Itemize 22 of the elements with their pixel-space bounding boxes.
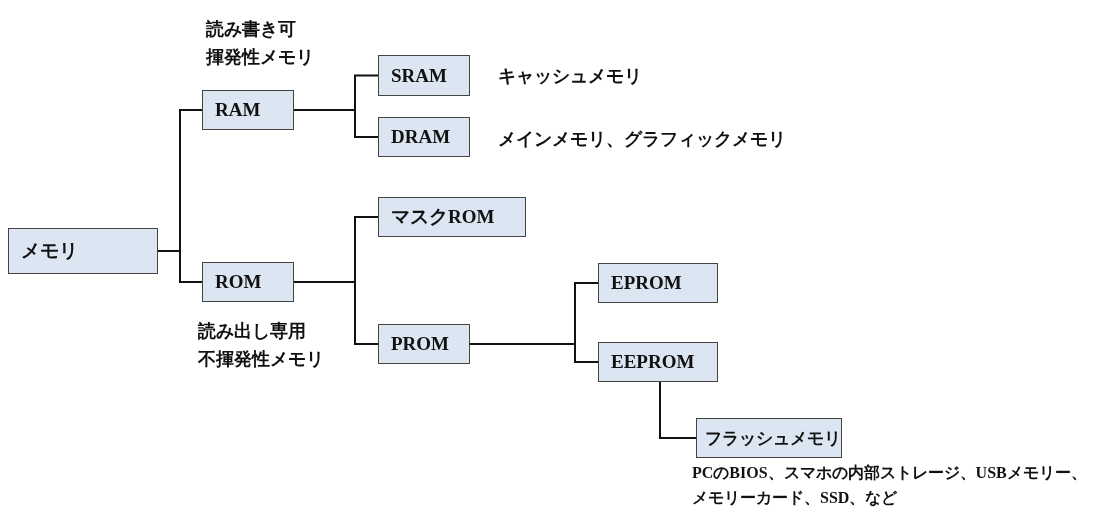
- memory-box: ROM: [202, 262, 294, 302]
- memory-box: PROM: [378, 324, 470, 364]
- memory-box: EEPROM: [598, 342, 718, 382]
- connector-line: [469, 343, 599, 363]
- memory-box: フラッシュメモリ: [696, 418, 842, 458]
- memory-box: RAM: [202, 90, 294, 130]
- annotation-text: 読み出し専用: [198, 320, 306, 343]
- connector-line: [157, 250, 203, 283]
- memory-box: マスクROM: [378, 197, 526, 237]
- connector-line: [659, 381, 697, 439]
- annotation-text: PCのBIOS、スマホの内部ストレージ、USBメモリー、メモリーカード、SSD、など: [692, 463, 1088, 509]
- annotation-text: 読み書き可: [206, 18, 296, 41]
- memory-box: SRAM: [378, 55, 470, 96]
- connector-line: [293, 281, 379, 345]
- annotation-text: メインメモリ、グラフィックメモリ: [498, 128, 786, 151]
- connector-line: [293, 109, 379, 138]
- annotation-text: 不揮発性メモリ: [198, 348, 324, 371]
- memory-box: EPROM: [598, 263, 718, 303]
- annotation-text: キャッシュメモリ: [498, 65, 642, 88]
- annotation-text: 揮発性メモリ: [206, 46, 314, 69]
- memory-box: DRAM: [378, 117, 470, 157]
- memory-box: メモリ: [8, 228, 158, 274]
